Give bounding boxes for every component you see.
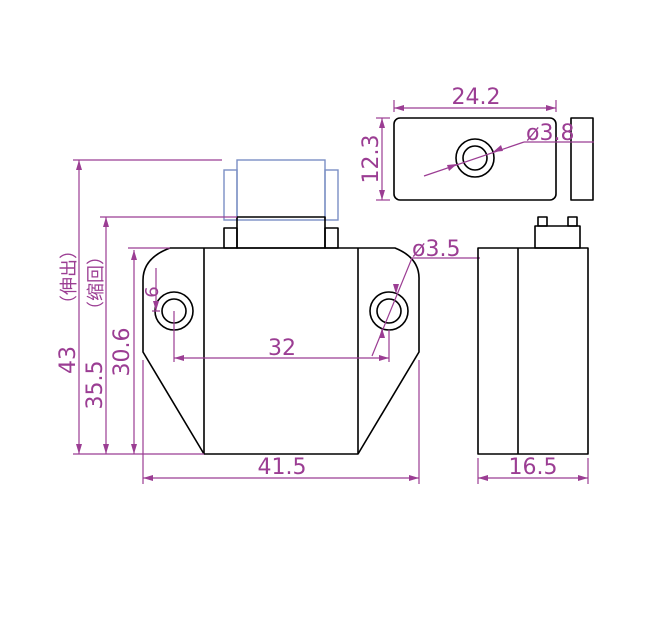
dim-top-hole-label: ø3.8 xyxy=(526,121,574,146)
plunger-left-tab xyxy=(223,227,238,249)
side-view-tab-left xyxy=(537,216,548,227)
right-hole-outer xyxy=(369,291,409,331)
dim-hole-offset: 6 xyxy=(142,268,163,312)
dim-hole-offset-label: 6 xyxy=(142,286,163,297)
side-view-tab-right xyxy=(567,216,578,227)
dim-hole-spacing: 32 xyxy=(173,311,390,362)
dim-height-retracted-label: 35.5 xyxy=(83,361,108,410)
dim-height-body: 30.6 xyxy=(110,247,204,455)
plunger-right-tab xyxy=(324,227,339,249)
dim-height-body-label: 30.6 xyxy=(110,328,135,377)
dim-top-width-label: 24.2 xyxy=(452,85,501,110)
dim-side-width: 16.5 xyxy=(477,455,589,484)
dim-top-width: 24.2 xyxy=(393,85,557,112)
side-view-plunger xyxy=(534,225,581,249)
top-view xyxy=(393,117,594,201)
top-side-view xyxy=(570,117,594,201)
front-view xyxy=(142,159,420,455)
dim-side-width-label: 16.5 xyxy=(509,455,558,480)
dim-total-width-label: 41.5 xyxy=(258,455,307,480)
plunger-right-guide xyxy=(324,169,339,221)
plunger-left-guide xyxy=(223,169,238,221)
top-view-hole-inner xyxy=(462,145,488,171)
side-view xyxy=(477,216,589,455)
dim-height-extended-label: 43 xyxy=(56,346,81,374)
plunger-extended xyxy=(236,159,326,221)
note-extended: （伸出） xyxy=(59,241,80,313)
note-retracted: （缩回） xyxy=(86,247,107,319)
top-view-body xyxy=(393,117,557,201)
dim-top-height: 12.3 xyxy=(359,117,390,201)
dim-total-width: 41.5 xyxy=(142,360,420,484)
dim-hole-spacing-label: 32 xyxy=(268,336,296,361)
dim-height-extended: 43 （伸出） xyxy=(56,159,222,455)
right-hole-inner xyxy=(376,298,402,324)
side-view-body xyxy=(477,247,589,455)
dim-height-retracted: 35.5 （缩回） xyxy=(83,216,237,455)
dim-top-hole: ø3.8 xyxy=(423,121,594,177)
dim-front-hole: ø3.5 xyxy=(371,237,480,357)
top-view-hole-outer xyxy=(455,138,495,178)
dim-top-height-label: 12.3 xyxy=(359,135,384,184)
plunger-retracted xyxy=(236,216,326,249)
dim-front-hole-label: ø3.5 xyxy=(412,237,460,262)
